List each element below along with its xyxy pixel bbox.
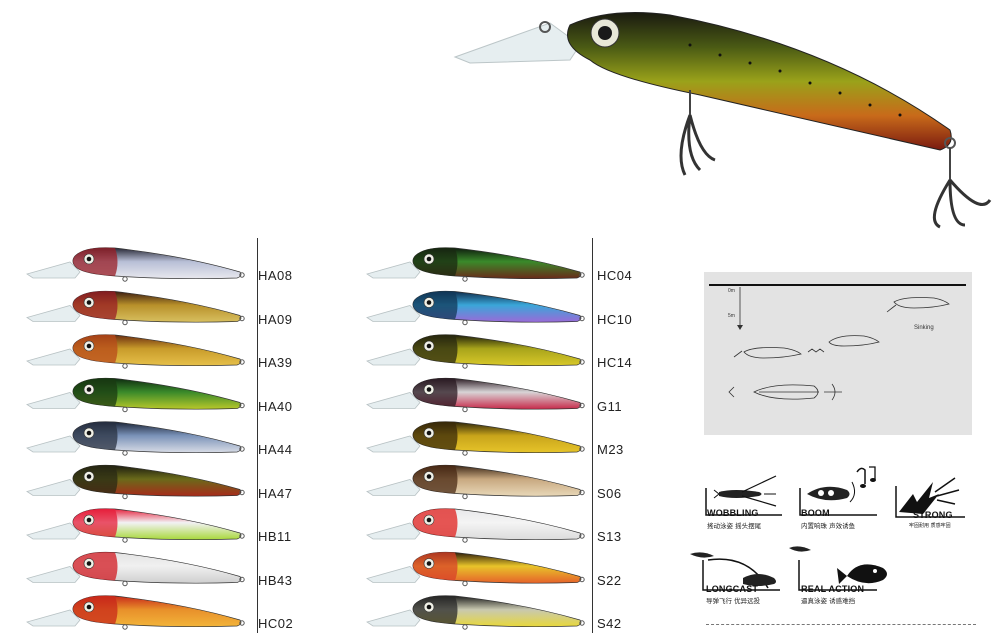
lure-image [26,421,245,456]
depth-mid-label: 5m [728,313,735,319]
lure-image [26,290,245,326]
lure-image [26,551,245,587]
feature-title: WOBBLING [707,508,759,518]
feature-subtitle: 逼真泳姿 诱惑难挡 [801,597,856,605]
lure-image [366,508,585,543]
lure-image [26,595,245,630]
strong-icon [895,477,965,518]
boom-icon [799,466,877,516]
lure-image [366,334,585,369]
real-action-icon [789,546,887,591]
depth-top-label: 0m [728,288,735,294]
sinking-diagram: 0m 5m Sinking [704,272,972,435]
lure-image [26,247,245,282]
feature-subtitle: 导弹飞行 优异远投 [706,597,761,605]
lure-image [26,377,245,413]
lure-image [366,551,585,587]
feature-strong: STRONG 牢固耐用 质感牢固 [893,472,973,532]
feature-subtitle: 搖动泳姿 摇头摆尾 [707,522,762,530]
lure-code-hc02: HC02 [258,616,294,631]
lure-code-s13: S13 [597,529,622,544]
lure-code-ha44: HA44 [258,442,293,457]
lure-code-ha08: HA08 [258,268,293,283]
lure-image [366,421,585,456]
feature-title: REAL ACTION [801,584,865,594]
feature-wobbling: WOBBLING 搖动泳姿 摇头摆尾 [704,470,784,530]
lure-code-g11: G11 [597,398,623,414]
feature-title: BOOM [801,508,830,518]
feature-longcast: LONGCAST 导弹飞行 优异远投 [688,548,783,606]
lure-sketch-2 [807,335,880,353]
sinking-label: Sinking [914,325,934,331]
lure-code-ha40: HA40 [258,398,293,414]
lure-image [366,247,585,282]
lure-image [26,334,245,369]
dotted-divider [706,624,976,625]
feature-title: LONGCAST [706,584,759,594]
lure-code-s22: S22 [597,572,622,588]
lure-code-s06: S06 [597,485,622,501]
lure-code-hb43: HB43 [258,572,293,588]
column-divider [592,238,593,633]
lure-code-s42: S42 [597,616,622,631]
lure-list-right [366,247,585,630]
feature-subtitle: 牢固耐用 质感牢固 [909,523,951,529]
longcast-icon [690,552,780,591]
hero-lure-image [450,5,995,235]
lure-image [366,377,585,413]
lure-code-hc10: HC10 [597,311,633,327]
lure-image [26,508,245,543]
lure-code-ha39: HA39 [258,355,293,370]
lure-sketch-3 [733,347,802,359]
lure-code-ha09: HA09 [258,311,293,327]
lure-top-view [728,383,842,401]
lure-image [26,464,245,500]
lure-image [366,290,585,326]
lure-list-left [26,247,245,630]
wobbling-icon [705,475,782,516]
lure-image [366,464,585,500]
feature-subtitle: 内置响珠 声效诱鱼 [801,522,856,530]
column-divider [257,238,258,633]
lure-code-hc14: HC14 [597,355,633,370]
lure-image [366,595,585,630]
lure-code-hc04: HC04 [597,268,633,283]
feature-boom: BOOM 内置响珠 声效诱鱼 [797,462,887,530]
lure-code-hb11: HB11 [258,529,292,544]
feature-real-action: REAL ACTION 逼真泳姿 诱惑难挡 [787,540,897,606]
lure-code-m23: M23 [597,442,624,457]
feature-title: STRONG [913,510,953,520]
lure-code-ha47: HA47 [258,485,293,501]
lure-sketch-1 [886,297,950,313]
